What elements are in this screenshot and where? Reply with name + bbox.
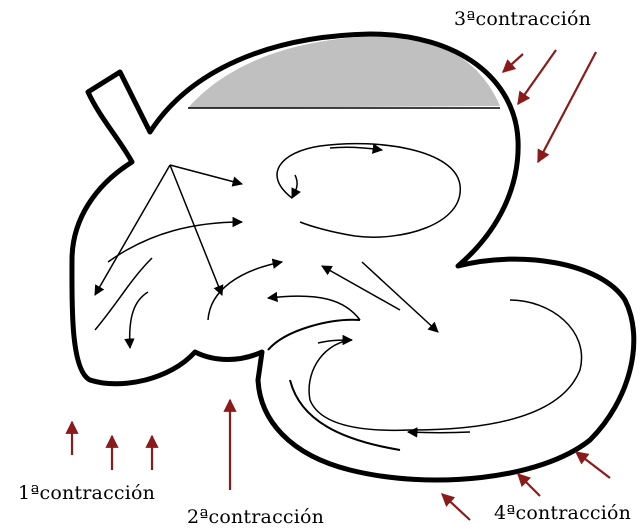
contraction-arrow <box>576 452 610 478</box>
flow-arrows <box>95 144 582 433</box>
second-contraction-label: 2ªcontracción <box>187 506 324 528</box>
fourth-contraction-label: 4ªcontracción <box>494 502 631 524</box>
flow-arrow <box>95 258 152 330</box>
contraction-arrows <box>72 50 610 520</box>
flow-arrow <box>408 432 470 433</box>
flow-arrow <box>322 266 400 310</box>
contraction-arrow <box>538 52 596 162</box>
contraction-arrow <box>518 474 540 496</box>
flow-arrow <box>268 296 360 320</box>
flow-arrow <box>292 175 297 198</box>
first-contraction-label: 1ªcontracción <box>18 482 155 504</box>
flow-arrow <box>108 222 242 262</box>
flow-arrow <box>208 262 282 320</box>
contraction-arrow <box>442 494 470 520</box>
flow-arrow <box>318 340 352 343</box>
flow-arrow <box>362 262 438 332</box>
contraction-arrow <box>503 54 523 72</box>
flow-arrow <box>277 144 460 238</box>
contraction-arrow <box>518 50 556 104</box>
flow-arrow <box>170 165 242 184</box>
flow-arrow <box>330 147 382 150</box>
gas-region <box>188 36 500 108</box>
flow-arrow <box>130 292 148 348</box>
third-contraction-label: 3ªcontracción <box>454 8 591 30</box>
